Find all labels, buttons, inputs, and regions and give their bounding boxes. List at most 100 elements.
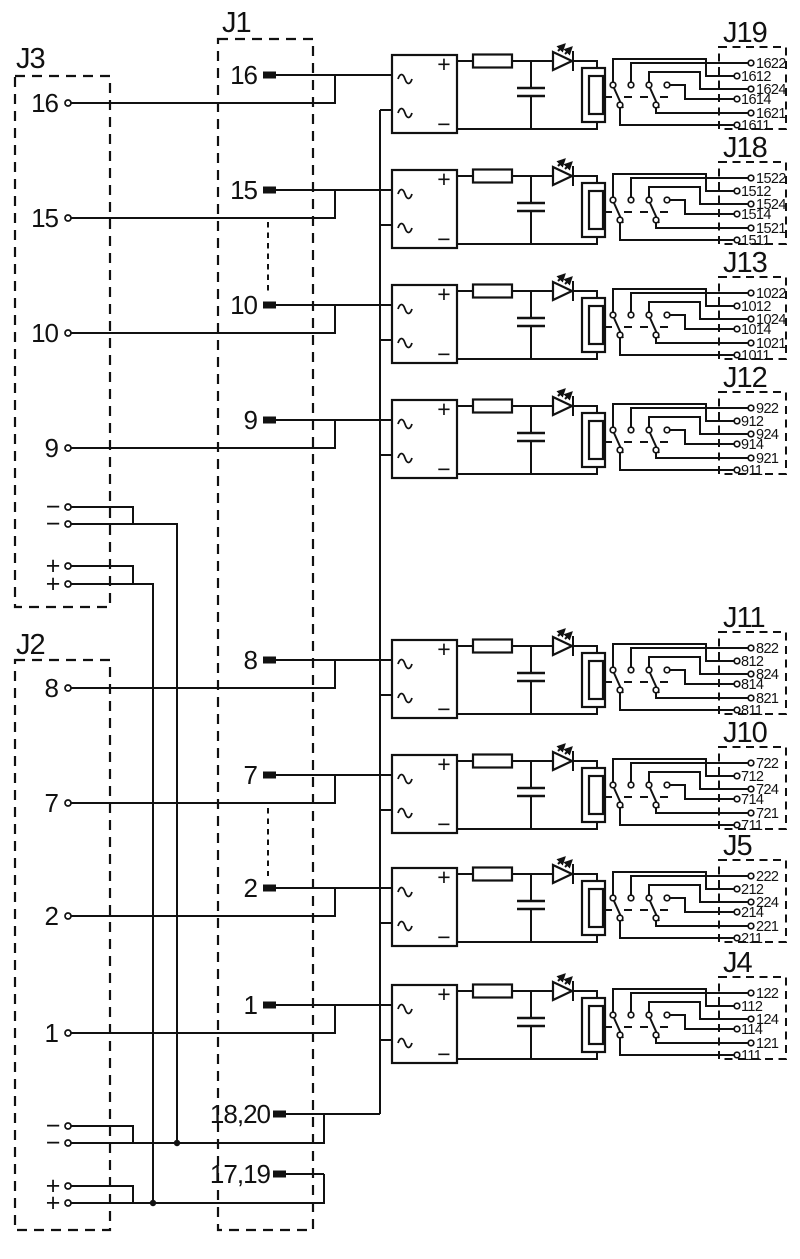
output-pin-terminal xyxy=(747,898,755,906)
left-pin-terminal xyxy=(64,1029,72,1037)
left-pin-terminal xyxy=(64,912,72,920)
contact-terminal xyxy=(645,311,653,319)
bridge-rectifier xyxy=(390,983,459,1065)
pin-terminal xyxy=(64,1199,72,1207)
wire-contact-out xyxy=(648,416,748,435)
j1-pin-terminal xyxy=(263,656,276,664)
output-pin-label: 911 xyxy=(741,463,763,479)
wire-contact-out xyxy=(619,1038,734,1056)
output-pin-label: 914 xyxy=(741,437,764,453)
output-pin-terminal xyxy=(733,440,741,448)
wire-contact-out xyxy=(670,199,734,215)
ac-symbol xyxy=(397,658,413,670)
wire-contact-out xyxy=(630,292,748,312)
j1-pin-label: 9 xyxy=(244,405,258,435)
connector-j2-box xyxy=(13,658,112,1232)
output-pin-label: 712 xyxy=(741,769,764,785)
output-pin-terminal xyxy=(733,657,741,665)
output-pin-terminal xyxy=(733,236,741,244)
contact-terminal xyxy=(616,686,624,694)
capacitor xyxy=(517,1016,545,1028)
relay-coil xyxy=(587,1004,605,1046)
junction-dot xyxy=(173,1139,181,1147)
contact-terminal xyxy=(663,781,671,789)
output-pin-label: 912 xyxy=(741,414,764,430)
left-pin-label: 10 xyxy=(31,318,58,348)
output-pin-label: 114 xyxy=(741,1022,763,1038)
output-pin-terminal xyxy=(733,885,741,893)
output-pin-terminal xyxy=(747,315,755,323)
ac-symbol xyxy=(397,886,413,898)
output-pin-terminal xyxy=(747,670,755,678)
wire-contact-out xyxy=(630,62,748,82)
output-pin-terminal xyxy=(747,85,755,93)
output-pin-label: 822 xyxy=(756,641,779,657)
output-pin-terminal xyxy=(733,706,741,714)
connector-j3-box xyxy=(13,74,112,609)
ac-symbol xyxy=(397,418,413,430)
contact-terminal xyxy=(645,781,653,789)
j1-pin-terminal xyxy=(263,884,276,892)
output-connector-box xyxy=(718,746,787,830)
minus-symbol: − xyxy=(437,456,450,482)
led-arrow-icon xyxy=(563,631,573,641)
led-arrow-icon xyxy=(556,743,566,753)
pin-terminal xyxy=(64,562,72,570)
contact-terminal xyxy=(652,801,660,809)
contact-terminal xyxy=(616,446,624,454)
wire-contact-out xyxy=(655,453,748,459)
output-connector-label: J10 xyxy=(723,717,767,749)
wire-contact-out xyxy=(612,288,734,312)
resistor xyxy=(471,283,514,299)
contact-terminal xyxy=(627,781,635,789)
contact-terminal xyxy=(652,331,660,339)
output-connector-label: J12 xyxy=(723,362,767,394)
contact-terminal xyxy=(663,666,671,674)
output-pin-label: 1621 xyxy=(756,106,786,122)
contact-terminal xyxy=(663,426,671,434)
output-connector-box xyxy=(718,631,787,715)
wire-left-to-j1 xyxy=(71,190,336,219)
output-pin-terminal xyxy=(747,289,755,297)
wire-contact-out xyxy=(619,223,734,241)
relay-channel-module: 2 2 + − xyxy=(45,830,787,950)
capacitor xyxy=(517,671,545,683)
minus-symbol: − xyxy=(437,924,450,950)
wire-contact-out xyxy=(670,314,734,330)
contact-terminal xyxy=(652,1031,660,1039)
contact-terminal xyxy=(616,914,624,922)
relay-coil xyxy=(587,304,605,346)
contact-terminal xyxy=(652,216,660,224)
led-arrow-icon xyxy=(563,859,573,869)
led-arrow-icon xyxy=(556,628,566,638)
plus-symbol: + xyxy=(437,166,450,192)
led-arrow-icon xyxy=(563,161,573,171)
wire-contact-out xyxy=(655,223,748,229)
pin-terminal xyxy=(64,520,72,528)
contact-terminal xyxy=(663,1011,671,1019)
plus-pin-label: + xyxy=(46,552,61,580)
bridge-rectifier xyxy=(390,866,459,948)
j1-pin-terminal xyxy=(263,71,276,79)
capacitor xyxy=(517,431,545,443)
output-connector-label: J18 xyxy=(723,132,767,164)
wire-left-to-j1 xyxy=(71,775,336,804)
minus-symbol: − xyxy=(437,1041,450,1067)
relay-coil xyxy=(587,74,605,116)
output-connector-box xyxy=(718,859,787,943)
output-pin-label: 1014 xyxy=(741,322,771,338)
output-pin-label: 924 xyxy=(756,427,779,443)
output-pin-label: 1524 xyxy=(756,197,786,213)
output-pin-terminal xyxy=(733,1051,741,1059)
output-connector-label: J19 xyxy=(723,17,767,49)
led-arrow-icon xyxy=(563,276,573,286)
left-pin-terminal xyxy=(64,684,72,692)
j1-pin-label: 8 xyxy=(244,645,258,675)
output-pin-terminal xyxy=(747,109,755,117)
left-pin-label: 15 xyxy=(31,203,58,233)
left-pin-terminal xyxy=(64,214,72,222)
output-pin-label: 1021 xyxy=(756,336,786,352)
left-pin-label: 7 xyxy=(45,788,59,818)
connector-j3-label: J3 xyxy=(16,43,45,75)
output-connector-box xyxy=(718,976,787,1060)
